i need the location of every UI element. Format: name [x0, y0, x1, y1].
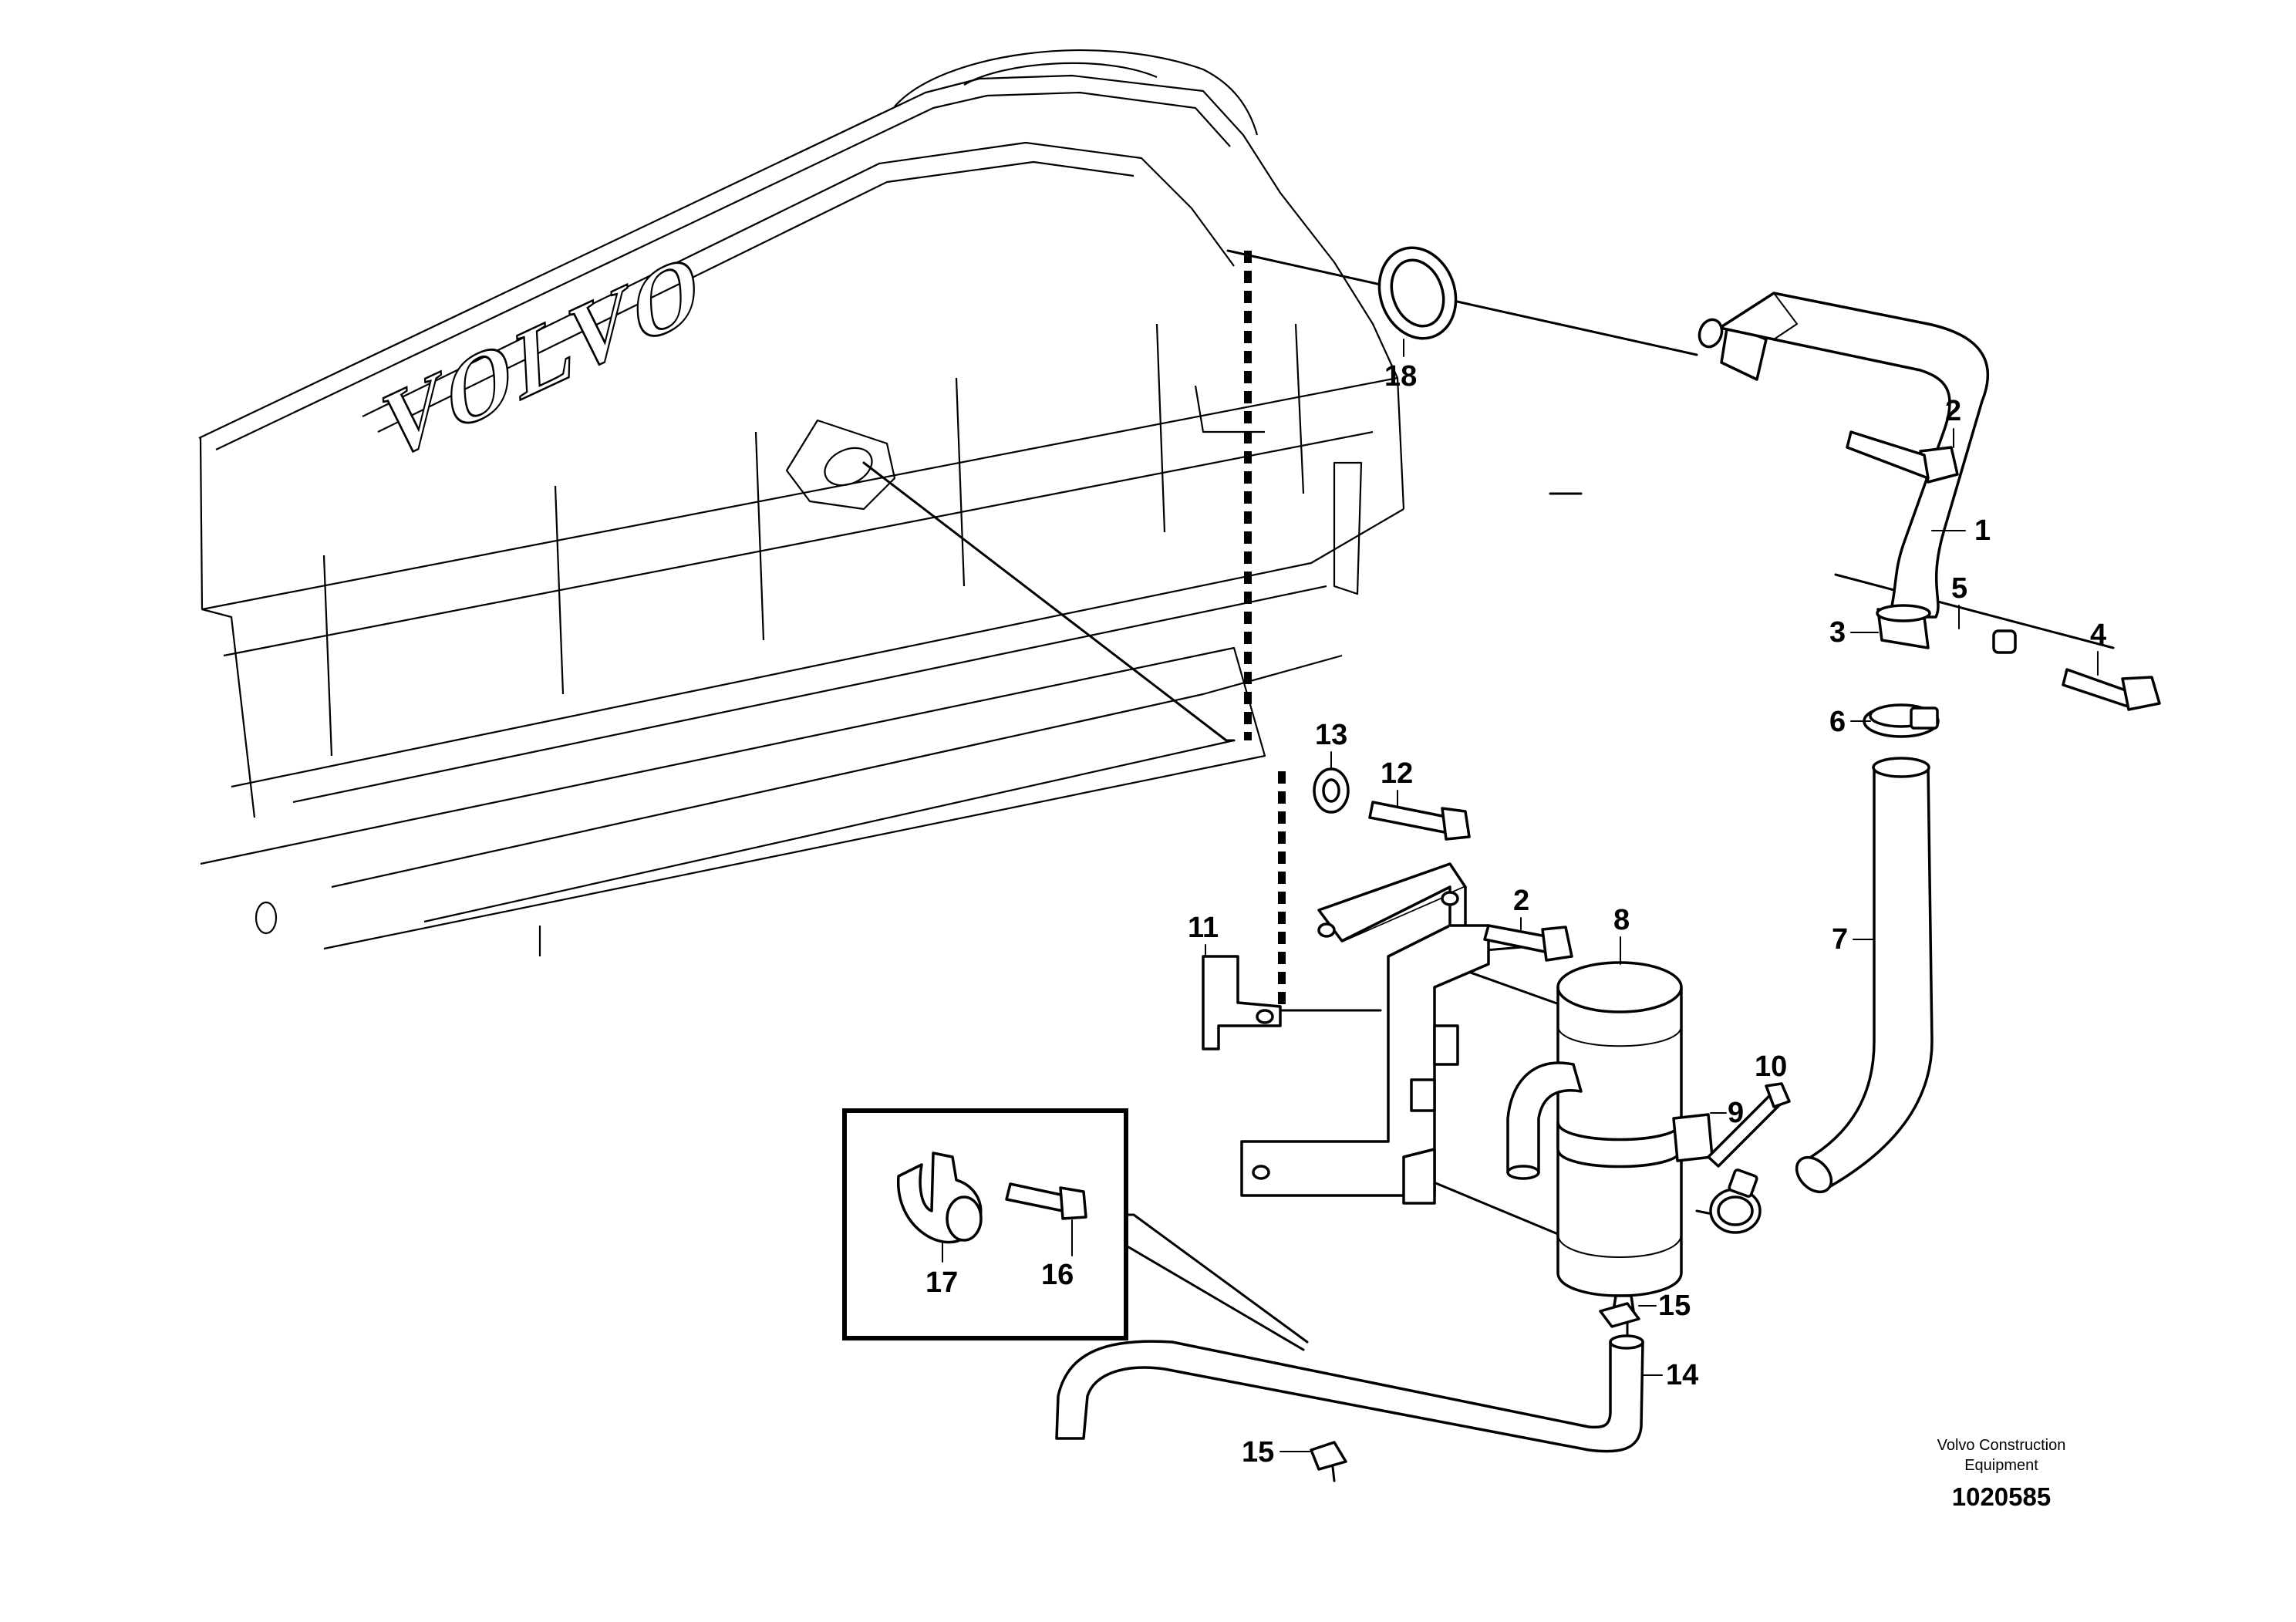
callout-15-lower: 15 [1242, 1436, 1274, 1469]
part-4-bolt [2062, 668, 2161, 711]
callout-2-top: 2 [1945, 395, 1961, 427]
callout-7: 7 [1832, 923, 1848, 956]
callout-3: 3 [1829, 616, 1846, 649]
part-10-bolt [1707, 1082, 1791, 1168]
callout-18: 18 [1384, 360, 1417, 393]
part-2-bolt-top [1846, 430, 1959, 484]
part-9-band-clamp [1556, 1113, 1714, 1168]
callout-11: 11 [1188, 912, 1219, 944]
part-hose-clamp-lower [1709, 1168, 1762, 1234]
callout-9: 9 [1728, 1097, 1744, 1129]
callout-17: 17 [925, 1266, 958, 1299]
part-11-bracket [1202, 955, 1282, 1050]
part-14-drain-hose [1055, 1334, 1644, 1453]
footer: Volvo Construction Equipment 1020585 [1937, 1437, 2066, 1511]
callout-13: 13 [1315, 719, 1347, 751]
callout-10: 10 [1755, 1050, 1787, 1083]
part-1-breather-pipe [1698, 292, 1990, 619]
part-15-clip-lower [1310, 1441, 1347, 1471]
part-6-hose-clamp-top [1863, 703, 1940, 738]
part-13-washer [1313, 767, 1350, 814]
drawing-number: 1020585 [1952, 1482, 2051, 1511]
callout-16: 16 [1041, 1259, 1074, 1291]
company-name-line2: Equipment [1964, 1457, 2038, 1474]
callout-5: 5 [1951, 572, 1967, 605]
part-3-sleeve [1876, 604, 1931, 649]
callout-12: 12 [1381, 757, 1413, 790]
callout-14: 14 [1666, 1359, 1698, 1391]
engine-logo-text: VOLVO [381, 227, 706, 484]
part-12-bolt [1368, 801, 1471, 841]
engine-valve-cover: VOLVO [198, 49, 1405, 956]
part-5-spacer [1992, 629, 2017, 654]
part-18-gasket [1377, 246, 1458, 340]
callout-8: 8 [1613, 904, 1630, 936]
part-7-hose [1795, 757, 1934, 1194]
callout-2-middle: 2 [1513, 885, 1529, 917]
callout-6: 6 [1829, 706, 1846, 738]
callout-4: 4 [2090, 619, 2106, 651]
detail-inset [842, 1108, 1309, 1351]
company-name-line1: Volvo Construction [1937, 1437, 2066, 1454]
part-15-clip-upper [1599, 1302, 1640, 1328]
bracket-assembly [1240, 862, 1490, 1205]
part-2-bolt-middle [1483, 924, 1573, 962]
callout-labels: 1 2 3 4 5 6 7 8 9 10 11 12 13 14 15 16 1… [925, 339, 2106, 1469]
callout-1: 1 [1974, 514, 1991, 547]
callout-15-upper: 15 [1658, 1290, 1691, 1322]
